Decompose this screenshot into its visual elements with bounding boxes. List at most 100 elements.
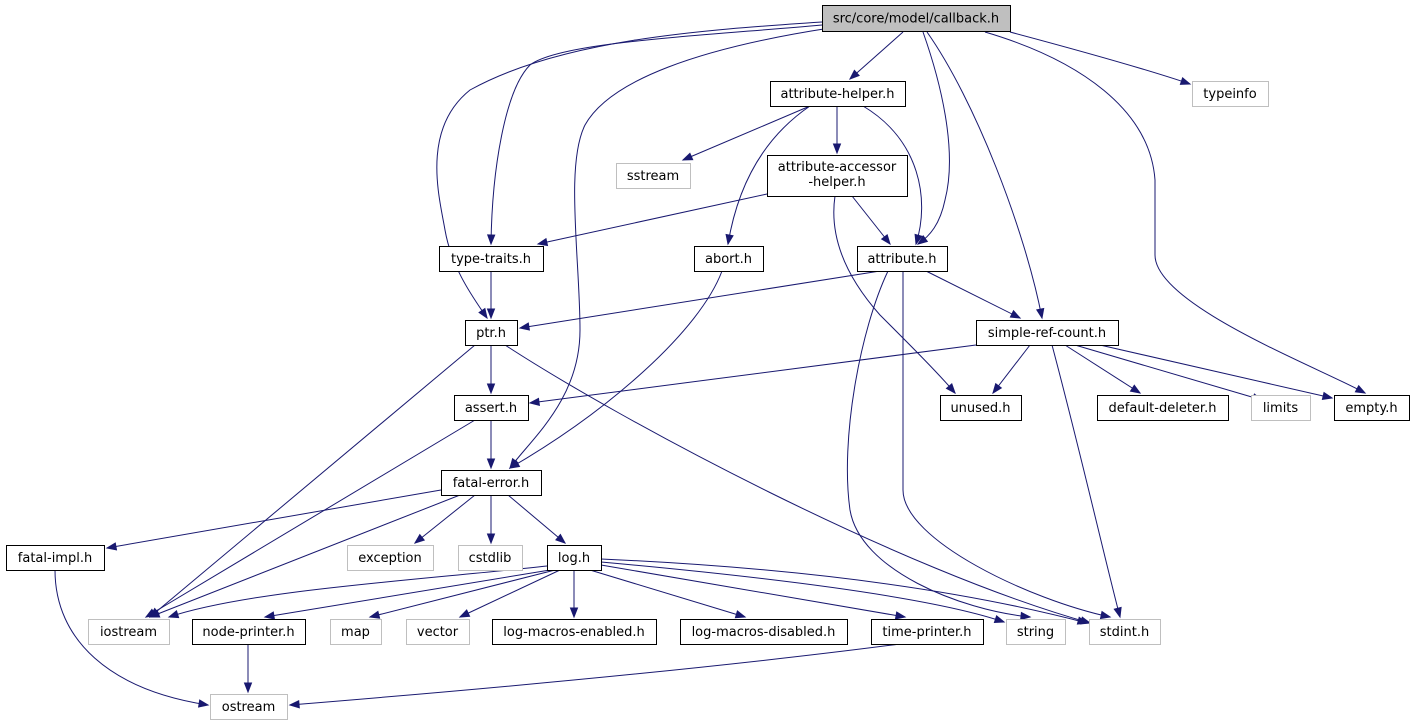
node-box	[454, 395, 529, 421]
node-simple-ref-count[interactable]: simple-ref-count.h	[976, 320, 1119, 346]
edge-line	[926, 31, 1043, 319]
edge-line	[862, 105, 923, 245]
node-box	[767, 155, 908, 197]
node-stdint: stdint.h	[1089, 619, 1161, 645]
arrowhead	[880, 233, 891, 246]
node-attribute-helper[interactable]: attribute-helper.h	[770, 81, 906, 107]
edge-line	[264, 569, 551, 618]
node-cstdlib: cstdlib	[458, 545, 523, 571]
arrowhead	[486, 533, 496, 545]
edge-attribute-helper-to-attribute-accessor-helper	[832, 106, 842, 155]
node-label: stdint.h	[1100, 625, 1149, 640]
edge-line	[509, 27, 831, 469]
edge-line	[600, 561, 1005, 623]
node-sstream: sstream	[616, 163, 691, 189]
edge-callback-to-type-traits	[486, 24, 823, 246]
edge-line	[504, 344, 1091, 624]
edge-line	[1051, 344, 1121, 618]
node-label: time-printer.h	[882, 625, 971, 640]
arrowhead	[992, 382, 1003, 395]
edge-attribute-helper-to-abort	[725, 105, 811, 246]
edge-line	[149, 494, 461, 618]
node-log-macros-enabled[interactable]: log-macros-enabled.h	[492, 619, 657, 645]
edge-line	[1009, 31, 1191, 85]
edge-line	[589, 569, 746, 618]
arrowhead	[725, 233, 734, 246]
node-label: ostream	[222, 700, 276, 715]
edge-abort-to-fatal-error	[508, 270, 723, 469]
edge-fatal-error-to-fatal-impl	[105, 489, 442, 551]
edge-log-to-string	[600, 561, 1006, 624]
arrowhead	[263, 611, 276, 620]
edge-line	[917, 31, 950, 245]
node-vector: vector	[406, 619, 470, 645]
edge-line	[490, 24, 823, 245]
arrowhead	[1009, 309, 1022, 319]
edge-log-to-node-printer	[263, 569, 551, 620]
node-label-line: attribute-accessor	[778, 160, 897, 175]
edge-line	[414, 494, 476, 544]
node-node-printer[interactable]: node-printer.h	[192, 619, 306, 645]
edge-ptr-to-iostream	[148, 344, 476, 618]
node-attribute[interactable]: attribute.h	[857, 246, 948, 272]
node-empty[interactable]: empty.h	[1334, 395, 1410, 421]
edge-type-traits-to-ptr	[486, 271, 496, 320]
edge-line	[168, 565, 548, 618]
node-box	[694, 246, 764, 272]
node-unused[interactable]: unused.h	[940, 395, 1022, 421]
node-type-traits[interactable]: type-traits.h	[439, 246, 544, 272]
node-default-deleter[interactable]: default-deleter.h	[1097, 395, 1229, 421]
edge-line	[984, 31, 1366, 394]
edge-line	[600, 558, 1088, 624]
node-label: vector	[417, 625, 459, 640]
arrowhead	[167, 610, 180, 619]
edge-log-to-vector	[458, 569, 561, 618]
node-fatal-impl[interactable]: fatal-impl.h	[6, 545, 105, 571]
arrowhead	[413, 533, 426, 544]
arrowhead	[894, 611, 907, 620]
node-ptr[interactable]: ptr.h	[465, 320, 518, 346]
node-typeinfo: typeinfo	[1192, 81, 1269, 107]
node-box	[940, 395, 1022, 421]
edge-ptr-to-stdint	[504, 344, 1092, 625]
edge-line	[851, 195, 891, 245]
node-label: type-traits.h	[451, 252, 531, 267]
arrowhead	[569, 607, 579, 619]
edge-ptr-to-assert	[486, 345, 496, 395]
node-log-macros-disabled[interactable]: log-macros-disabled.h	[680, 619, 848, 645]
node-label: attribute-helper.h	[780, 87, 894, 102]
node-abort[interactable]: abort.h	[694, 246, 764, 272]
node-label: default-deleter.h	[1109, 401, 1217, 416]
node-box	[492, 619, 657, 645]
arrowhead	[148, 609, 161, 618]
edge-simple-ref-count-to-empty	[1099, 344, 1334, 401]
node-assert[interactable]: assert.h	[454, 395, 529, 421]
edge-fatal-error-to-exception	[413, 494, 476, 544]
node-box	[1192, 81, 1269, 107]
node-string: string	[1006, 619, 1066, 645]
edge-line	[992, 344, 1031, 394]
edge-simple-ref-count-to-unused	[992, 344, 1031, 395]
node-callback[interactable]: src/core/model/callback.h	[822, 5, 1011, 32]
edge-assert-to-fatal-error	[486, 420, 496, 470]
node-box	[1334, 395, 1410, 421]
node-box	[1006, 619, 1066, 645]
node-label: unused.h	[950, 401, 1010, 416]
node-box	[871, 619, 984, 645]
node-time-printer[interactable]: time-printer.h	[871, 619, 984, 645]
node-attribute-accessor-helper[interactable]: attribute-accessor-helper.h	[767, 155, 908, 197]
arrowhead	[486, 383, 496, 395]
node-log[interactable]: log.h	[547, 545, 602, 571]
edge-line	[833, 195, 956, 394]
arrowhead	[243, 682, 253, 694]
node-label-line: -helper.h	[808, 175, 865, 190]
node-box	[6, 545, 105, 571]
edge-line	[1074, 344, 1263, 401]
edge-log-to-stdint	[600, 558, 1089, 625]
arrowhead	[1076, 616, 1089, 625]
arrowhead	[1354, 384, 1367, 394]
node-fatal-error[interactable]: fatal-error.h	[441, 470, 542, 496]
edge-fatal-error-to-cstdlib	[486, 495, 496, 545]
node-box	[441, 470, 542, 496]
node-box	[406, 619, 470, 645]
